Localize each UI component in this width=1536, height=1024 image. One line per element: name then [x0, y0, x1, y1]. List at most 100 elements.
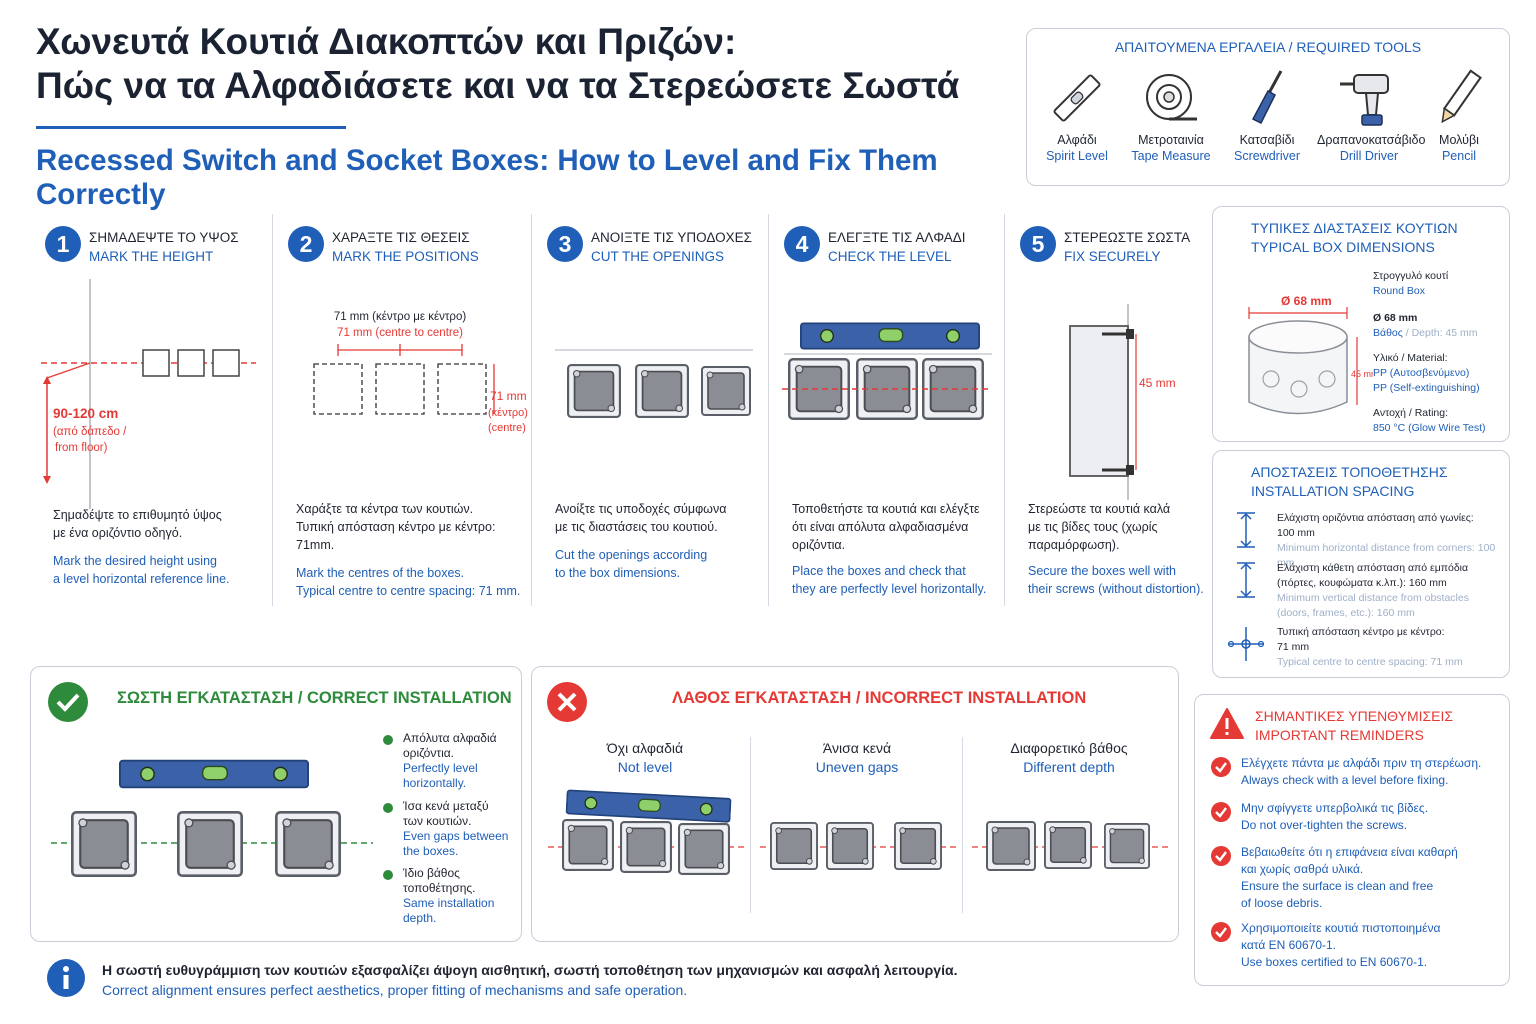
incorrect-not-level: Όχι αλφαδιά Not level — [606, 740, 684, 775]
step-1-mark-height: 1 ΣΗΜΑΔΕΨΤΕ ΤΟ ΥΨΟΣ MARK THE HEIGHT 90-1… — [31, 214, 271, 606]
check-level-illustration — [782, 322, 992, 420]
cut-openings-illustration — [555, 349, 753, 418]
step-description: Στερεώστε τα κουτιά καλά με τις βίδες το… — [1028, 502, 1204, 596]
box-dimensions-panel: ΤΥΠΙΚΕΣ ΔΙΑΣΤΑΣΕΙΣ ΚΟΥΤΙΩΝ TYPICAL BOX D… — [1212, 206, 1510, 442]
check-icon — [1211, 757, 1231, 777]
step-number: 3 — [547, 226, 583, 262]
svg-text:45 mm: 45 mm — [1351, 369, 1373, 379]
step-number: 2 — [288, 226, 324, 262]
vertical-arrow-icon — [1237, 562, 1255, 598]
column-divider — [962, 737, 963, 913]
svg-text:(από δάπεδο /: (από δάπεδο / — [53, 426, 127, 438]
not-level-illustration — [548, 789, 744, 875]
step-title: ΣΤΕΡΕΩΣΤΕ ΣΩΣΤΑ FIX SECURELY — [1064, 230, 1191, 264]
different-depth-illustration — [972, 821, 1168, 871]
svg-text:90-120 cm: 90-120 cm — [53, 406, 118, 421]
correct-bullet: Απόλυτα αλφαδιά οριζόντια. Perfectly lev… — [403, 731, 497, 790]
correct-bullet: Ίσα κενά μεταξύ των κουτιών. Even gaps b… — [403, 799, 509, 858]
svg-text:(centre): (centre) — [488, 422, 526, 434]
spacing-item: Τυπική απόσταση κέντρο με κέντρο: 71 mm … — [1277, 626, 1463, 668]
svg-text:from floor): from floor) — [55, 442, 108, 454]
info-icon — [47, 959, 85, 997]
step-description: Τοποθετήστε τα κουτιά και ελέγξτε ότι εί… — [792, 502, 987, 596]
panel-heading: ΣΗΜΑΝΤΙΚΕΣ ΥΠΕΝΘΥΜΙΣΕΙΣ IMPORTANT REMIND… — [1255, 708, 1454, 743]
required-tools-panel: ΑΠΑΙΤΟΥΜΕΝΑ ΕΡΓΑΛΕΙΑ / REQUIRED TOOLS Αλ… — [1026, 28, 1510, 186]
step-title: ΑΝΟΙΞΤΕ ΤΙΣ ΥΠΟΔΟΧΕΣ CUT THE OPENINGS — [591, 230, 752, 264]
reminder-item: Ελέγχετε πάντα με αλφάδι πριν τη στερέωσ… — [1241, 756, 1482, 787]
svg-text:(κέντρο): (κέντρο) — [488, 407, 528, 419]
vertical-arrow-icon — [1237, 512, 1255, 548]
mark-height-illustration: 90-120 cm (από δάπεδο / from floor) — [41, 279, 256, 509]
tool-spirit-level: Αλφάδι Spirit Level — [1029, 67, 1125, 163]
tool-screwdriver: Κατσαβίδι Screwdriver — [1219, 67, 1315, 163]
reminder-item: Βεβαιωθείτε ότι η επιφάνεια είναι καθαρή… — [1241, 845, 1458, 910]
step-title: ΧΑΡΑΞΤΕ ΤΙΣ ΘΕΣΕΙΣ MARK THE POSITIONS — [332, 230, 479, 264]
step-5-fix-securely: 5 ΣΤΕΡΕΩΣΤΕ ΣΩΣΤΑ FIX SECURELY 45 mm Στε… — [1006, 214, 1206, 606]
tool-pencil: Μολύβι Pencil — [1411, 67, 1507, 163]
box-specs: Στρογγυλό κουτί Round Box Ø 68 mm Βάθος … — [1373, 270, 1486, 434]
check-icon — [1211, 802, 1231, 822]
bullet-dot — [383, 735, 393, 745]
svg-text:45 mm: 45 mm — [1139, 376, 1176, 390]
fix-securely-illustration: 45 mm — [1069, 304, 1176, 500]
correct-heading: ΣΩΣΤΗ ΕΓΚΑΤΑΣΤΑΣΗ / CORRECT INSTALLATION — [117, 689, 512, 707]
correct-installation-illustration — [51, 759, 373, 877]
tape-measure-icon — [1146, 74, 1197, 121]
correct-bullet: Ίδιο βάθος τοποθέτησης. Same installatio… — [403, 866, 495, 925]
screwdriver-icon — [1251, 70, 1283, 125]
reminder-item: Μην σφίγγετε υπερβολικά τις βίδες. Do no… — [1241, 801, 1429, 832]
tool-tape-measure: Μετροταινία Tape Measure — [1123, 67, 1219, 163]
incorrect-heading: ΛΑΘΟΣ ΕΓΚΑΤΑΣΤΑΣΗ / INCORRECT INSTALLATI… — [672, 689, 1087, 707]
panel-heading: ΤΥΠΙΚΕΣ ΔΙΑΣΤΑΣΕΙΣ ΚΟΥΤΙΩΝ TYPICAL BOX D… — [1251, 220, 1458, 255]
step-divider — [1004, 214, 1005, 606]
step-title: ΕΛΕΓΞΤΕ ΤΙΣ ΑΛΦΑΔΙ CHECK THE LEVEL — [828, 230, 966, 264]
step-description: Χαράξτε τα κέντρα των κουτιών. Τυπική απ… — [296, 502, 521, 598]
check-icon — [1211, 846, 1231, 866]
incorrect-installation-panel: ΛΑΘΟΣ ΕΓΚΑΤΑΣΤΑΣΗ / INCORRECT INSTALLATI… — [531, 666, 1179, 942]
step-number: 4 — [784, 226, 820, 262]
step-4-check-level: 4 ΕΛΕΓΞΤΕ ΤΙΣ ΑΛΦΑΔΙ CHECK THE LEVEL Τοπ… — [770, 214, 1003, 606]
check-icon — [1211, 922, 1231, 942]
uneven-gaps-illustration — [760, 821, 956, 871]
spirit-level-icon — [1053, 74, 1101, 122]
step-divider — [531, 214, 532, 606]
incorrect-uneven-gaps: Άνισα κενά Uneven gaps — [815, 740, 899, 775]
warning-icon — [1210, 708, 1244, 739]
step-divider — [272, 214, 273, 606]
reminder-item: Χρησιμοποιείτε κουτιά πιστοποιημένα κατά… — [1241, 921, 1441, 969]
step-2-mark-positions: 2 ΧΑΡΑΞΤΕ ΤΙΣ ΘΕΣΕΙΣ MARK THE POSITIONS … — [274, 214, 530, 606]
correct-installation-panel: ΣΩΣΤΗ ΕΓΚΑΤΑΣΤΑΣΗ / CORRECT INSTALLATION… — [30, 666, 522, 942]
title-divider — [36, 126, 346, 129]
incorrect-different-depth: Διαφορετικό βάθος Different depth — [1010, 740, 1128, 775]
column-divider — [750, 737, 751, 913]
bullet-dot — [383, 870, 393, 880]
step-number: 5 — [1020, 226, 1056, 262]
bullet-dot — [383, 803, 393, 813]
mark-positions-illustration: 71 mm (κέντρο με κέντρο) 71 mm (centre t… — [313, 311, 528, 434]
svg-text:71 mm (κέντρο με κέντρο): 71 mm (κέντρο με κέντρο) — [334, 311, 467, 323]
info-note: Η σωστή ευθυγράμμιση των κουτιών εξασφαλ… — [102, 962, 958, 998]
svg-text:71 mm (centre to centre): 71 mm (centre to centre) — [337, 327, 463, 339]
step-description: Σημαδέψτε το επιθυμητό ύψος με ένα οριζό… — [53, 508, 230, 586]
step-number: 1 — [45, 226, 81, 262]
round-box-illustration: Ø 68 mm 45 mm — [1248, 294, 1373, 415]
installation-spacing-panel: ΑΠΟΣΤΑΣΕΙΣ ΤΟΠΟΘΕΤΗΣΗΣ INSTALLATION SPAC… — [1212, 450, 1510, 678]
tool-drill-driver: Δραπανοκατσάβιδο Drill Driver — [1317, 67, 1425, 163]
cross-circle-icon — [547, 682, 587, 722]
page-subtitle: Recessed Switch and Socket Boxes: How to… — [36, 144, 938, 211]
check-circle-icon — [48, 682, 88, 722]
drill-driver-icon — [1340, 74, 1389, 126]
tools-heading: ΑΠΑΙΤΟΥΜΕΝΑ ΕΡΓΑΛΕΙΑ / REQUIRED TOOLS — [1114, 39, 1422, 55]
svg-text:Ø 68 mm: Ø 68 mm — [1281, 294, 1332, 308]
step-divider — [768, 214, 769, 606]
spacing-item: Ελάχιστη οριζόντια απόσταση από γωνίες: … — [1277, 512, 1496, 569]
step-3-cut-openings: 3 ΑΝΟΙΞΤΕ ΤΙΣ ΥΠΟΔΟΧΕΣ CUT THE OPENINGS … — [533, 214, 767, 606]
important-reminders-panel: ΣΗΜΑΝΤΙΚΕΣ ΥΠΕΝΘΥΜΙΣΕΙΣ IMPORTANT REMIND… — [1194, 694, 1510, 986]
step-description: Ανοίξτε τις υποδοχές σύμφωνα με τις διασ… — [555, 502, 727, 580]
page-title: Χωνευτά Κουτιά Διακοπτών και Πριζών: Πώς… — [36, 21, 960, 106]
step-title: ΣΗΜΑΔΕΨΤΕ ΤΟ ΥΨΟΣ MARK THE HEIGHT — [89, 230, 239, 264]
pencil-icon — [1441, 69, 1482, 124]
svg-text:71 mm: 71 mm — [490, 389, 527, 403]
panel-heading: ΑΠΟΣΤΑΣΕΙΣ ΤΟΠΟΘΕΤΗΣΗΣ INSTALLATION SPAC… — [1251, 464, 1448, 499]
centre-spacing-icon — [1227, 627, 1265, 661]
